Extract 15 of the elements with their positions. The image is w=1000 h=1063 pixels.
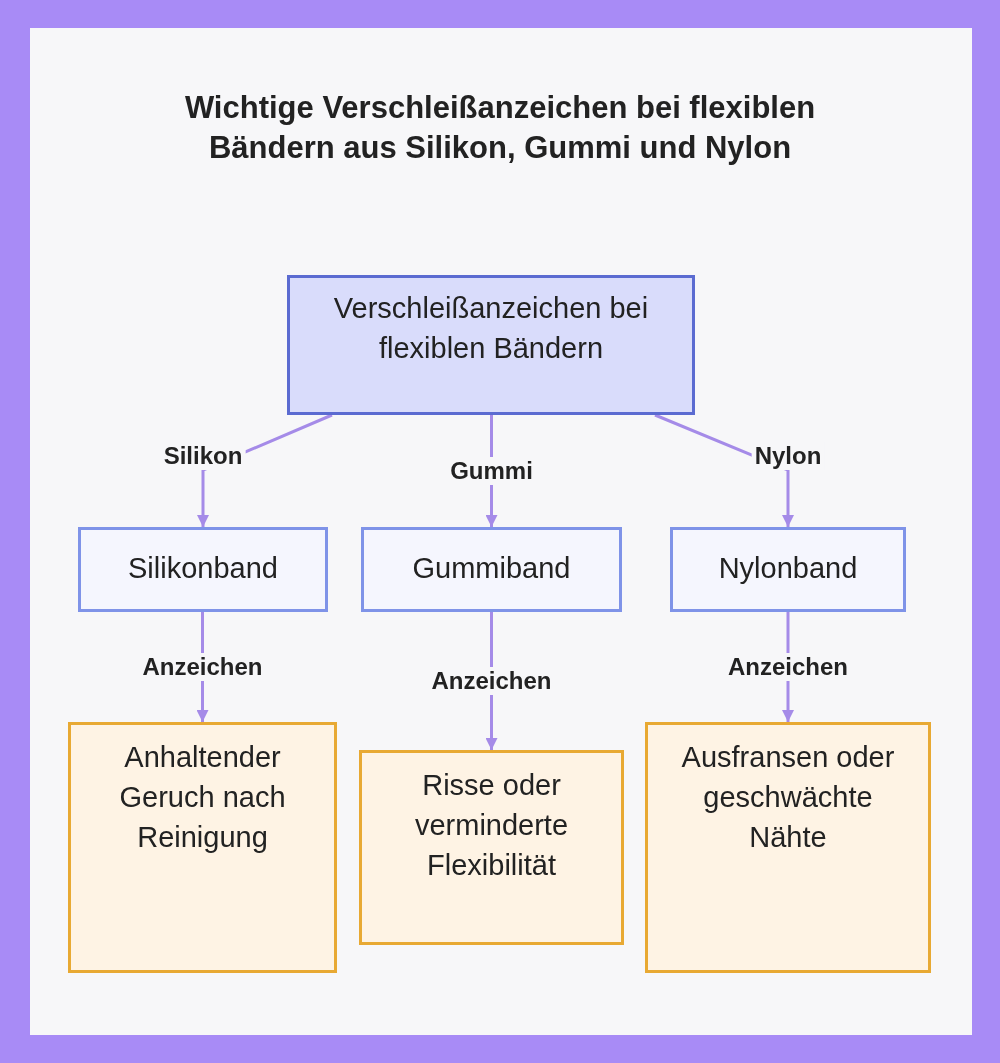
material-box — [670, 527, 906, 612]
node-label: Risse oder verminderte Flexibilität — [413, 768, 570, 883]
category-box — [287, 275, 695, 415]
node-label: Silikonband — [128, 551, 278, 586]
node-label: Verschleißanzeichen bei flexiblen Bändern — [332, 291, 650, 366]
sign-box — [645, 722, 931, 973]
node-label: Anhaltender Geruch nach Reinigung — [118, 740, 287, 855]
node-label: Gummiband — [412, 551, 571, 586]
material-box — [361, 527, 622, 612]
node-label: Ausfransen oder geschwächte Nähte — [680, 740, 896, 855]
sign-box — [68, 722, 337, 973]
diagram-title: Wichtige Verschleißanzeichen bei flexiblen Bändern aus Silikon, Gummi und Nylon — [183, 89, 817, 167]
node-label: Nylonband — [718, 551, 858, 586]
material-box — [78, 527, 328, 612]
sign-box — [359, 750, 624, 945]
